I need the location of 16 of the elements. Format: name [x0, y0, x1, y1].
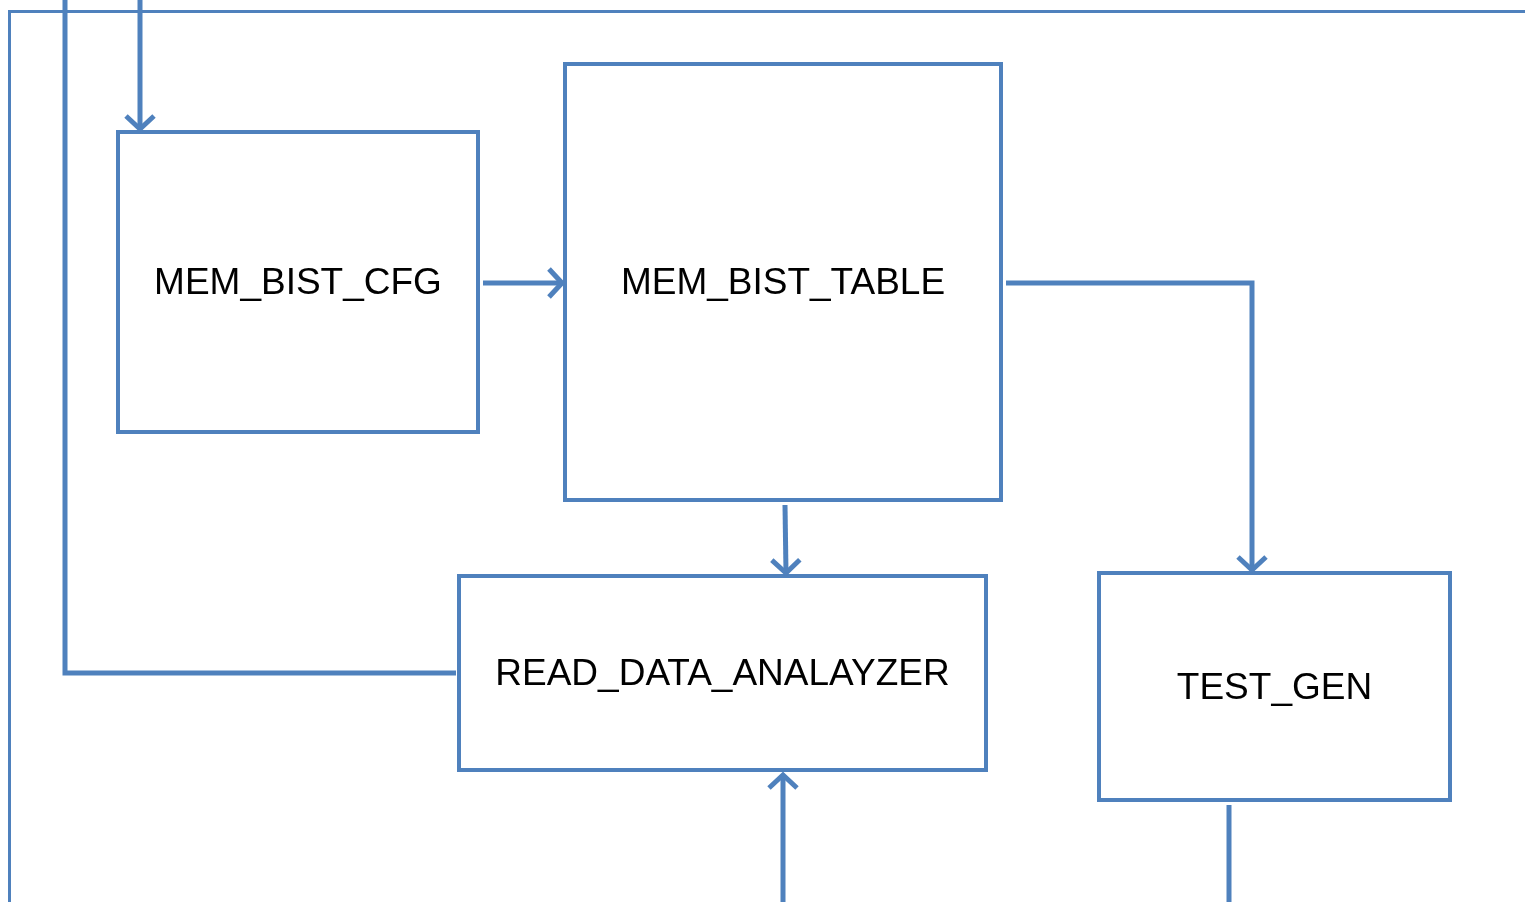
- node-label: TEST_GEN: [1176, 665, 1373, 708]
- system-boundary-box: [8, 10, 1525, 902]
- arrow: [1006, 280, 1269, 573]
- block-box: [1097, 571, 1452, 802]
- arrow: [769, 504, 803, 576]
- arrow: [483, 266, 565, 300]
- node-label: READ_DATA_ANALAYZER: [495, 652, 950, 694]
- block-box: [116, 130, 480, 434]
- block-box: [563, 62, 1003, 502]
- node-label: MEM_BIST_CFG: [154, 261, 442, 303]
- block-box: [457, 574, 988, 772]
- connector-line: [62, 0, 456, 676]
- arrow: [123, 0, 157, 132]
- arrow: [766, 772, 800, 902]
- node-label: MEM_BIST_TABLE: [620, 261, 946, 303]
- connector-line: [1226, 805, 1232, 902]
